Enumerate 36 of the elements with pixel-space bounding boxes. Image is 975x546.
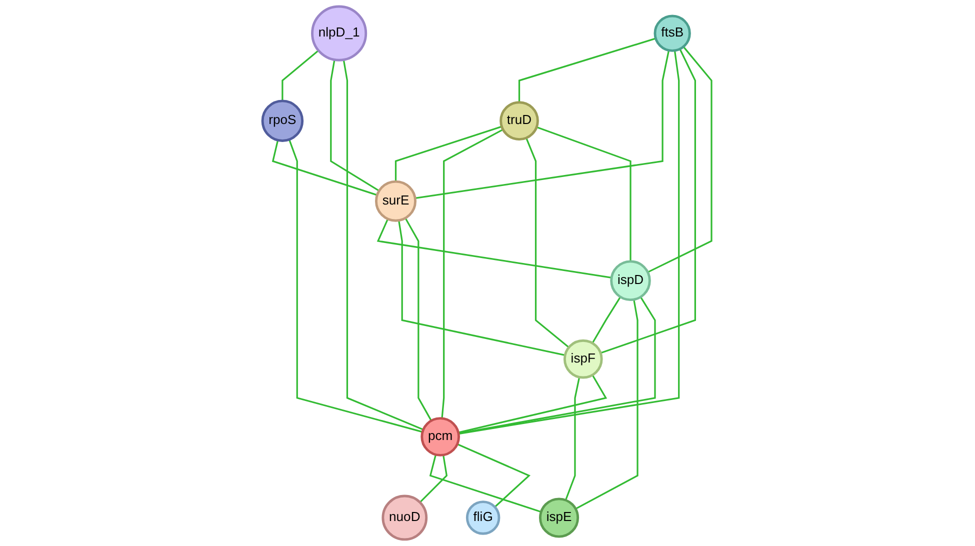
connector	[343, 60, 424, 430]
connector	[377, 218, 612, 278]
node-circle: ispD	[610, 260, 652, 302]
connector	[648, 46, 713, 273]
connector	[526, 138, 570, 348]
connector	[405, 218, 432, 422]
connector	[600, 48, 696, 354]
node-circle: rpoS	[262, 100, 304, 142]
connector	[398, 220, 566, 356]
connector	[415, 50, 670, 199]
connector	[576, 299, 639, 510]
node-circle: truD	[500, 101, 540, 141]
node-circle: surE	[375, 180, 417, 222]
node-circle: ftsB	[654, 14, 692, 52]
connector	[330, 60, 380, 192]
connector	[457, 443, 532, 508]
connector	[288, 139, 424, 433]
connector	[458, 50, 680, 435]
connector	[272, 140, 378, 196]
connector	[420, 454, 448, 503]
node-circle: ispE	[539, 498, 580, 538]
node-circle: fliG	[466, 500, 501, 535]
connector	[442, 128, 504, 418]
connector	[458, 374, 608, 434]
connector	[536, 126, 632, 262]
node-circle: pcm	[421, 417, 460, 456]
connector	[518, 38, 656, 102]
connector	[592, 296, 622, 344]
connector	[458, 296, 656, 434]
connector	[282, 50, 320, 101]
connector	[430, 454, 542, 513]
node-circle: ispF	[564, 339, 604, 379]
connector	[565, 376, 581, 500]
node-circle: nlpD_1	[312, 5, 368, 62]
connector	[395, 126, 502, 182]
node-circle: nuoD	[382, 494, 428, 541]
